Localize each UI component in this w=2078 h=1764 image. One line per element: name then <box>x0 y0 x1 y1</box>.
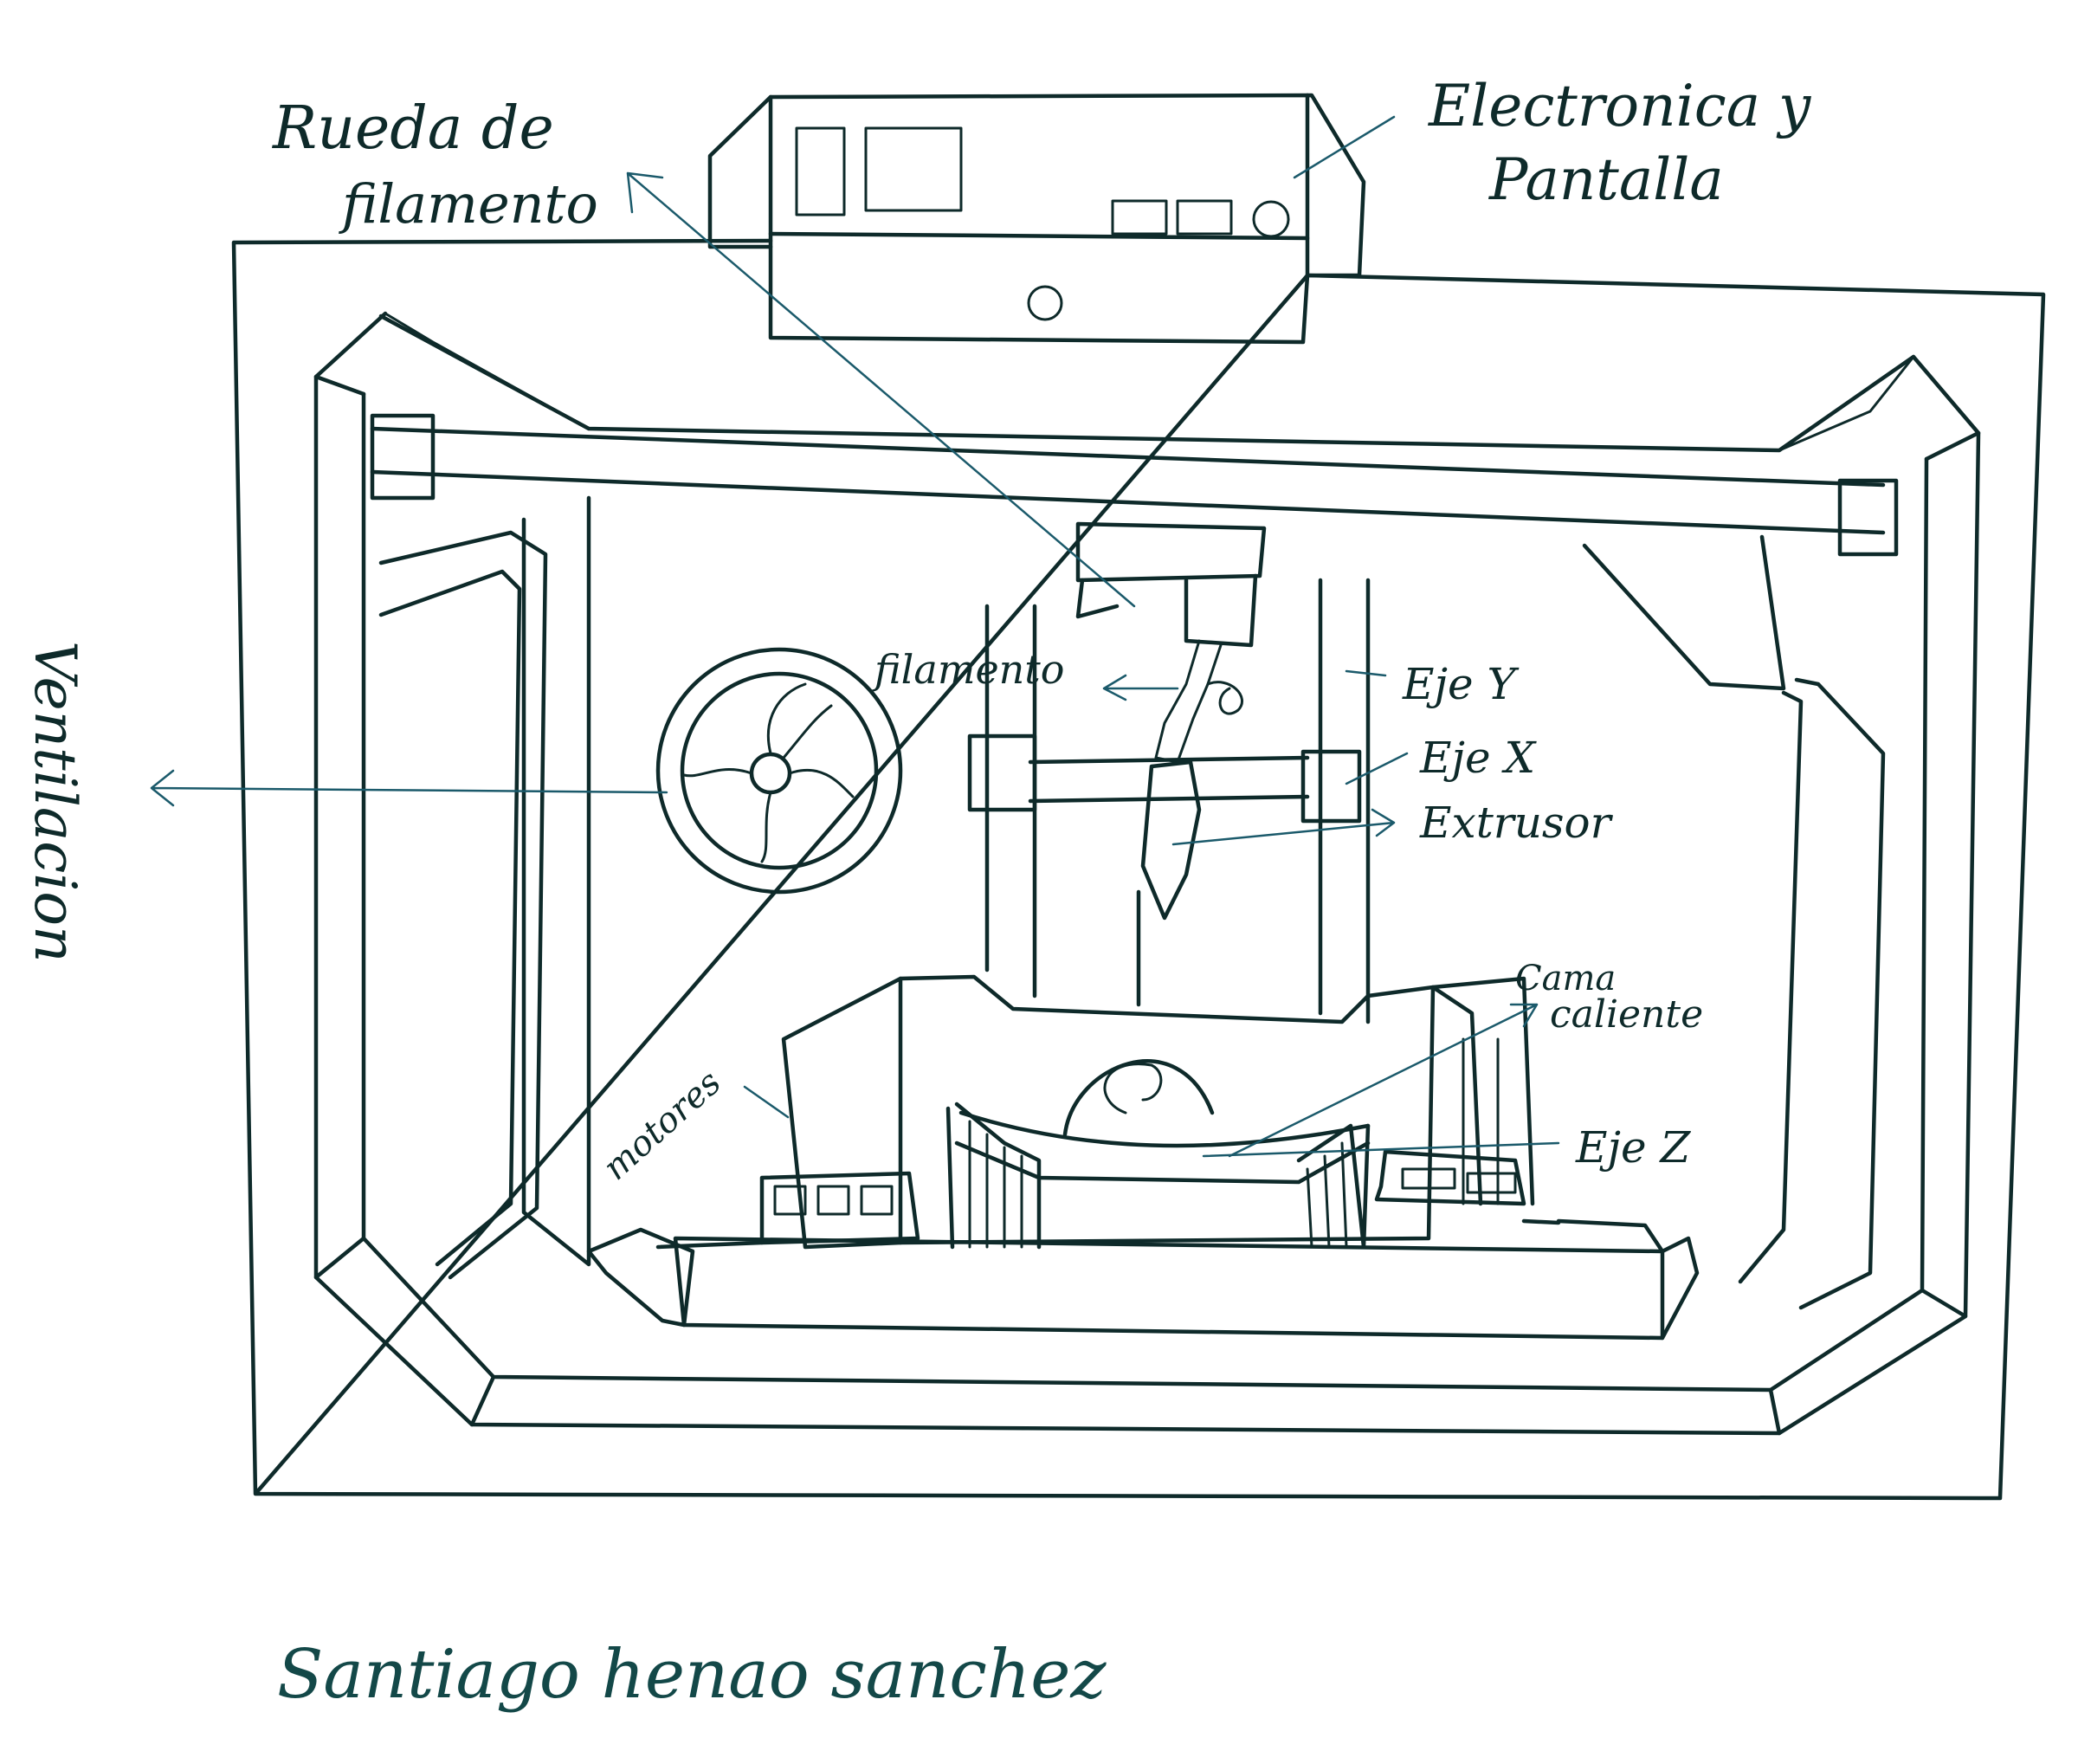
y-axis-rail <box>372 416 1896 554</box>
label-filamento: filamento <box>874 649 1064 689</box>
outer-frame <box>234 241 2043 1498</box>
right-column <box>1584 537 1883 1308</box>
electronics-box <box>710 95 1364 342</box>
print-bed <box>589 977 1697 1338</box>
label-pantalla: Pantalla <box>1489 152 1724 209</box>
label-rueda: Rueda de <box>273 100 554 158</box>
label-cama: Cama <box>1515 961 1616 996</box>
fan-icon <box>658 649 900 892</box>
label-electronica: Electronica y <box>1429 78 1810 135</box>
label-ventilacion: Ventilacion <box>26 641 83 963</box>
left-column <box>381 498 589 1277</box>
label-caliente: caliente <box>1550 996 1703 1034</box>
label-eje-y: Eje Y <box>1403 662 1516 706</box>
label-eje-x: Eje X <box>1420 736 1535 779</box>
label-extrusor: Extrusor <box>1420 801 1611 844</box>
label-eje-z: Eje Z <box>1576 1126 1690 1169</box>
author-signature: Santiago henao sanchez <box>277 1641 1106 1709</box>
label-rueda-filamento: filamento <box>342 178 598 231</box>
